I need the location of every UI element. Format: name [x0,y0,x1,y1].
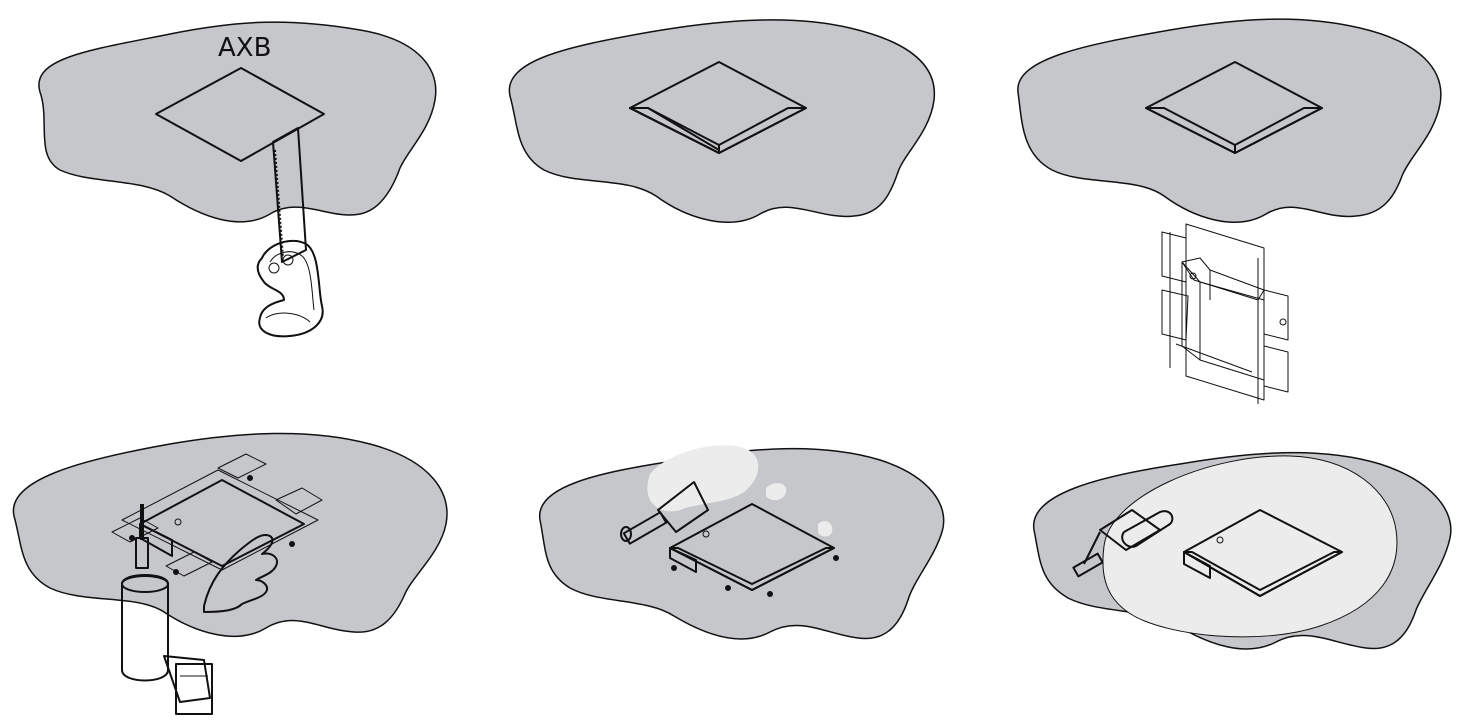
step-1-panel: AXB [0,0,470,360]
step-4-panel [0,420,470,724]
step-2-panel [490,0,960,360]
ceiling-surface [13,433,447,636]
step-3-panel [1000,0,1463,420]
dimension-label: AXB [218,33,271,63]
ceiling-surface [509,20,934,222]
frame-icon [1162,224,1288,404]
step-5-panel [530,420,970,724]
ceiling-surface [1018,19,1441,222]
step-6-panel [1020,420,1463,724]
